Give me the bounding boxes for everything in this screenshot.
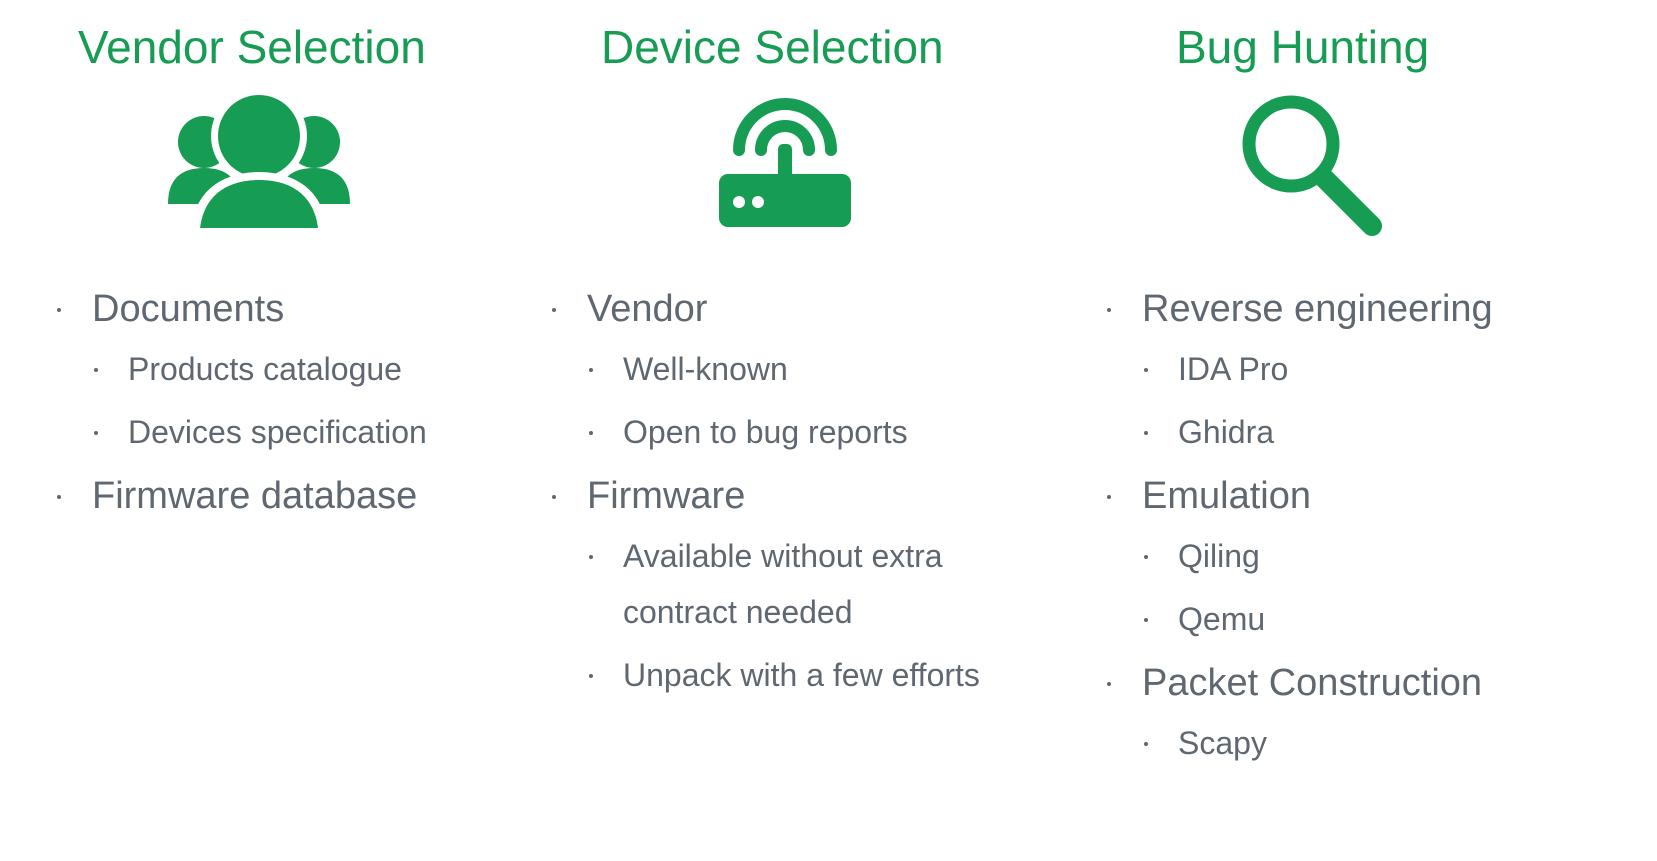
- list-item: Scapy: [1104, 715, 1493, 771]
- list-item: Reverse engineering: [1104, 287, 1493, 331]
- list-item: Firmware database: [54, 474, 427, 518]
- list-item: Unpack with a few efforts: [549, 647, 983, 703]
- list-item: Devices specification: [54, 404, 427, 460]
- device-selection-list: Vendor Well-known Open to bug reports Fi…: [549, 287, 983, 703]
- list-item: Available without extra contract needed: [549, 528, 983, 640]
- vendor-selection-list: Documents Products catalogue Devices spe…: [54, 287, 427, 518]
- device-selection-title: Device Selection: [601, 21, 944, 73]
- list-item: Vendor: [549, 287, 983, 331]
- bug-hunting-title: Bug Hunting: [1176, 21, 1430, 73]
- bug-hunting-list: Reverse engineering IDA Pro Ghidra Emula…: [1104, 287, 1493, 771]
- magnifier-icon: [1240, 92, 1384, 237]
- vendor-selection-title: Vendor Selection: [78, 21, 426, 73]
- list-item: Qemu: [1104, 591, 1493, 647]
- users-group-icon: [164, 92, 354, 232]
- list-item: Ghidra: [1104, 404, 1493, 460]
- list-item: Firmware: [549, 474, 983, 518]
- list-item: Qiling: [1104, 528, 1493, 584]
- list-item: Emulation: [1104, 474, 1493, 518]
- list-item: Well-known: [549, 341, 983, 397]
- list-item: Documents: [54, 287, 427, 331]
- list-item: Packet Construction: [1104, 661, 1493, 705]
- router-icon: [717, 92, 853, 232]
- list-item: Products catalogue: [54, 341, 427, 397]
- list-item: Open to bug reports: [549, 404, 983, 460]
- list-item: IDA Pro: [1104, 341, 1493, 397]
